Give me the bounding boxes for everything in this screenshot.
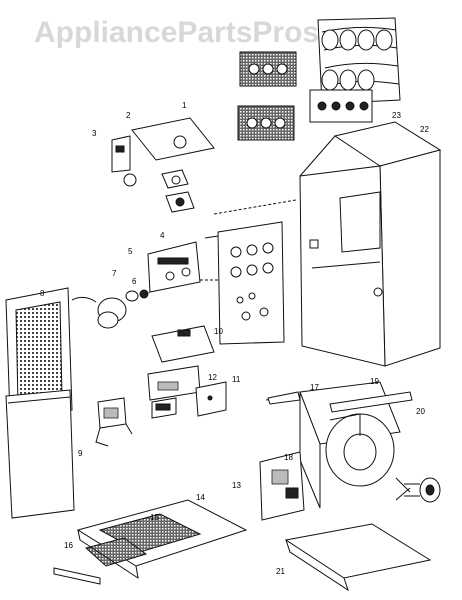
callout-21: 21 (276, 567, 285, 576)
callout-11: 11 (232, 375, 241, 384)
callout-20: 20 (416, 407, 425, 416)
gas-valve[interactable] (95, 397, 133, 447)
transformer[interactable] (259, 451, 305, 521)
gasket-upper[interactable] (239, 51, 297, 87)
callout-19: 19 (370, 377, 379, 386)
callout-6: 6 (132, 277, 137, 286)
vestibule-panel[interactable] (204, 221, 285, 345)
callout-1: 1 (182, 101, 187, 110)
callout-7: 7 (112, 269, 117, 278)
filter-rack[interactable] (53, 499, 248, 585)
callout-5: 5 (128, 247, 133, 256)
burner-assembly[interactable] (147, 241, 201, 293)
callout-13: 13 (232, 481, 241, 490)
heat-exchanger[interactable] (309, 17, 401, 123)
top-plate[interactable] (131, 117, 215, 161)
callout-23: 23 (392, 111, 401, 120)
gasket-lower[interactable] (237, 105, 295, 141)
control-board[interactable] (151, 325, 215, 363)
callout-14: 14 (196, 493, 205, 502)
callout-12: 12 (208, 373, 217, 382)
ignitor[interactable] (151, 397, 177, 419)
callout-17: 17 (310, 383, 319, 392)
blower-assembly[interactable] (265, 381, 413, 509)
callout-2: 2 (126, 111, 131, 120)
explode-guidelines (143, 199, 297, 295)
callout-8: 8 (40, 289, 45, 298)
blower-motor[interactable] (395, 477, 441, 503)
control-bracket[interactable] (147, 365, 227, 417)
callout-3: 3 (92, 129, 97, 138)
lower-door-panel[interactable] (5, 389, 75, 519)
inducer-gasket[interactable] (161, 169, 195, 213)
callout-16: 16 (64, 541, 73, 550)
callout-9: 9 (78, 449, 83, 458)
bottom-panel[interactable] (284, 523, 432, 592)
callout-labels: 1 2 3 4 5 6 7 8 9 10 11 12 13 14 15 16 1… (40, 101, 429, 576)
mounting-bracket[interactable] (111, 135, 137, 187)
callout-4: 4 (160, 231, 165, 240)
callout-10: 10 (214, 327, 223, 336)
furnace-cabinet[interactable] (299, 121, 442, 367)
callout-22: 22 (420, 125, 429, 134)
inducer-motor[interactable] (71, 289, 149, 329)
callout-15: 15 (150, 513, 159, 522)
upper-door-grille[interactable] (5, 287, 73, 417)
callout-18: 18 (284, 453, 293, 462)
